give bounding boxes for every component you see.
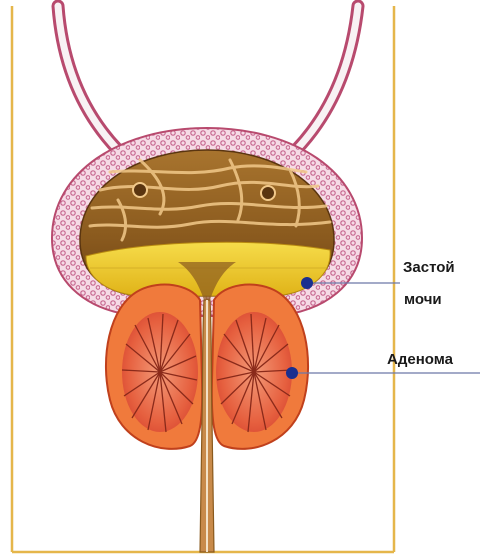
urethra [200, 300, 214, 552]
label-urine-retention-line2: мочи [404, 292, 442, 307]
pointer-adenoma [286, 367, 480, 379]
label-adenoma: Аденома [387, 352, 453, 367]
label-urine-retention-line1: Застой [403, 260, 455, 275]
marker-adenoma [286, 367, 298, 379]
marker-urine [301, 277, 313, 289]
